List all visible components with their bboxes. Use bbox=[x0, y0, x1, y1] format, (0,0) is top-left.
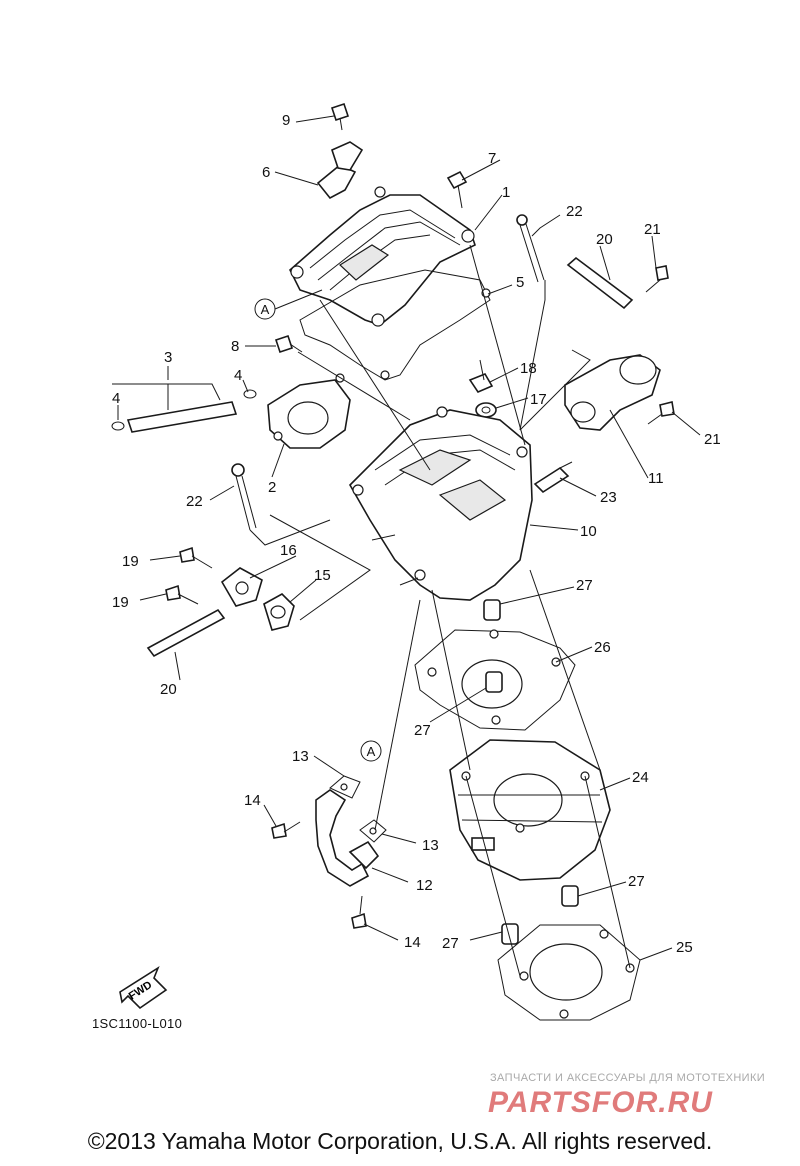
cylinder-base-gasket[interactable] bbox=[497, 924, 641, 1021]
bolt-9[interactable] bbox=[330, 102, 350, 131]
callout-26: 26 bbox=[594, 639, 611, 656]
o-ring-4-right[interactable] bbox=[243, 389, 257, 399]
dowel-27-c[interactable] bbox=[561, 885, 579, 907]
callout-19-lower: 19 bbox=[112, 594, 129, 611]
reference-marker-a-lower: A bbox=[360, 740, 382, 762]
pipe-3[interactable] bbox=[126, 401, 238, 433]
callout-8: 8 bbox=[231, 338, 239, 355]
copyright-notice: ©2013 Yamaha Motor Corporation, U.S.A. A… bbox=[87, 1128, 713, 1154]
cam-cover[interactable] bbox=[267, 373, 351, 449]
dowel-27-b[interactable] bbox=[485, 671, 503, 693]
bolt-19-lower[interactable] bbox=[165, 584, 199, 605]
watermark-tagline: ЗАПЧАСТИ И АКСЕССУАРЫ ДЛЯ МОТОТЕХНИКИ bbox=[490, 1072, 766, 1084]
callout-11: 11 bbox=[648, 470, 664, 487]
cylinder-head-cover[interactable] bbox=[289, 186, 476, 327]
callout-25: 25 bbox=[676, 939, 693, 956]
o-ring-4-left[interactable] bbox=[111, 421, 125, 431]
bolt-21-upper[interactable] bbox=[645, 265, 669, 293]
intake-joint[interactable] bbox=[564, 354, 661, 431]
callout-21-upper: 21 bbox=[644, 221, 661, 238]
callout-24: 24 bbox=[632, 769, 649, 786]
callout-10: 10 bbox=[580, 523, 597, 540]
cylinder-head[interactable] bbox=[349, 406, 533, 601]
dowel-27-d[interactable] bbox=[501, 923, 519, 945]
plate-20-upper[interactable] bbox=[566, 256, 634, 310]
callout-7: 7 bbox=[488, 150, 496, 167]
callout-13-lower: 13 bbox=[422, 837, 439, 854]
cylinder-block[interactable] bbox=[449, 739, 611, 881]
callout-19-upper: 19 bbox=[122, 553, 139, 570]
callout-27-a: 27 bbox=[576, 577, 593, 594]
fwd-arrow-icon: FWD bbox=[119, 966, 168, 1010]
callout-27-b: 27 bbox=[414, 722, 431, 739]
callout-16: 16 bbox=[280, 542, 297, 559]
callout-4-left: 4 bbox=[112, 390, 120, 407]
callout-15: 15 bbox=[314, 567, 331, 584]
breather-fitting[interactable] bbox=[316, 141, 364, 200]
bolt-8[interactable] bbox=[274, 334, 303, 354]
bolt-21-lower[interactable] bbox=[647, 401, 675, 425]
gasket-13-upper[interactable] bbox=[329, 775, 361, 799]
callout-5: 5 bbox=[516, 274, 524, 291]
svg-text:A: A bbox=[367, 744, 376, 759]
callout-23: 23 bbox=[600, 489, 617, 506]
dowel-27-a[interactable] bbox=[483, 599, 501, 621]
plate-20-lower[interactable] bbox=[146, 608, 226, 658]
nut-18[interactable] bbox=[468, 373, 494, 393]
stud-bolt-22-upper[interactable] bbox=[516, 214, 545, 283]
callout-20-upper: 20 bbox=[596, 231, 613, 248]
bolt-14-upper[interactable] bbox=[271, 821, 301, 839]
diagram-code: 1SC1100-L010 bbox=[92, 1016, 183, 1031]
svg-text:PARTSFOR.RU: PARTSFOR.RU bbox=[488, 1086, 713, 1118]
callout-22-lower: 22 bbox=[186, 493, 203, 510]
callout-14-upper: 14 bbox=[244, 792, 261, 809]
callout-12: 12 bbox=[416, 877, 433, 894]
gasket-13-lower[interactable] bbox=[359, 819, 387, 843]
callout-3: 3 bbox=[164, 349, 172, 366]
svg-text:A: A bbox=[261, 302, 270, 317]
callout-21-lower: 21 bbox=[704, 431, 721, 448]
spark-plug[interactable] bbox=[533, 461, 573, 494]
bolt-14-lower[interactable] bbox=[351, 895, 367, 929]
callout-13-upper: 13 bbox=[292, 748, 309, 765]
callout-27-c: 27 bbox=[628, 873, 645, 890]
bolt-19-upper[interactable] bbox=[179, 546, 213, 569]
callout-6: 6 bbox=[262, 164, 270, 181]
oil-pipe[interactable] bbox=[315, 789, 380, 887]
callout-18: 18 bbox=[520, 360, 537, 377]
reference-marker-a-upper: A bbox=[254, 298, 276, 320]
callout-14-lower: 14 bbox=[404, 934, 421, 951]
assembly-guide-lines bbox=[249, 244, 631, 977]
callout-4-right: 4 bbox=[234, 367, 242, 384]
bolt-7[interactable] bbox=[446, 170, 468, 209]
callout-27-d: 27 bbox=[442, 935, 459, 952]
washer-17[interactable] bbox=[475, 402, 497, 418]
callout-2: 2 bbox=[268, 479, 276, 496]
callout-22-upper: 22 bbox=[566, 203, 583, 220]
callout-17: 17 bbox=[530, 391, 547, 408]
stud-bolt-22-lower[interactable] bbox=[231, 463, 257, 531]
callout-1: 1 bbox=[502, 184, 510, 201]
leader-lines bbox=[112, 115, 701, 961]
holder-16[interactable] bbox=[220, 567, 263, 607]
watermark-logo: PARTSFOR.RU bbox=[488, 1086, 713, 1118]
callout-20-lower: 20 bbox=[160, 681, 177, 698]
callout-labels: 1 2 3 4 4 5 6 7 8 9 10 11 12 13 13 14 14… bbox=[112, 112, 721, 956]
callout-9: 9 bbox=[282, 112, 290, 129]
sensor-15[interactable] bbox=[263, 593, 295, 631]
